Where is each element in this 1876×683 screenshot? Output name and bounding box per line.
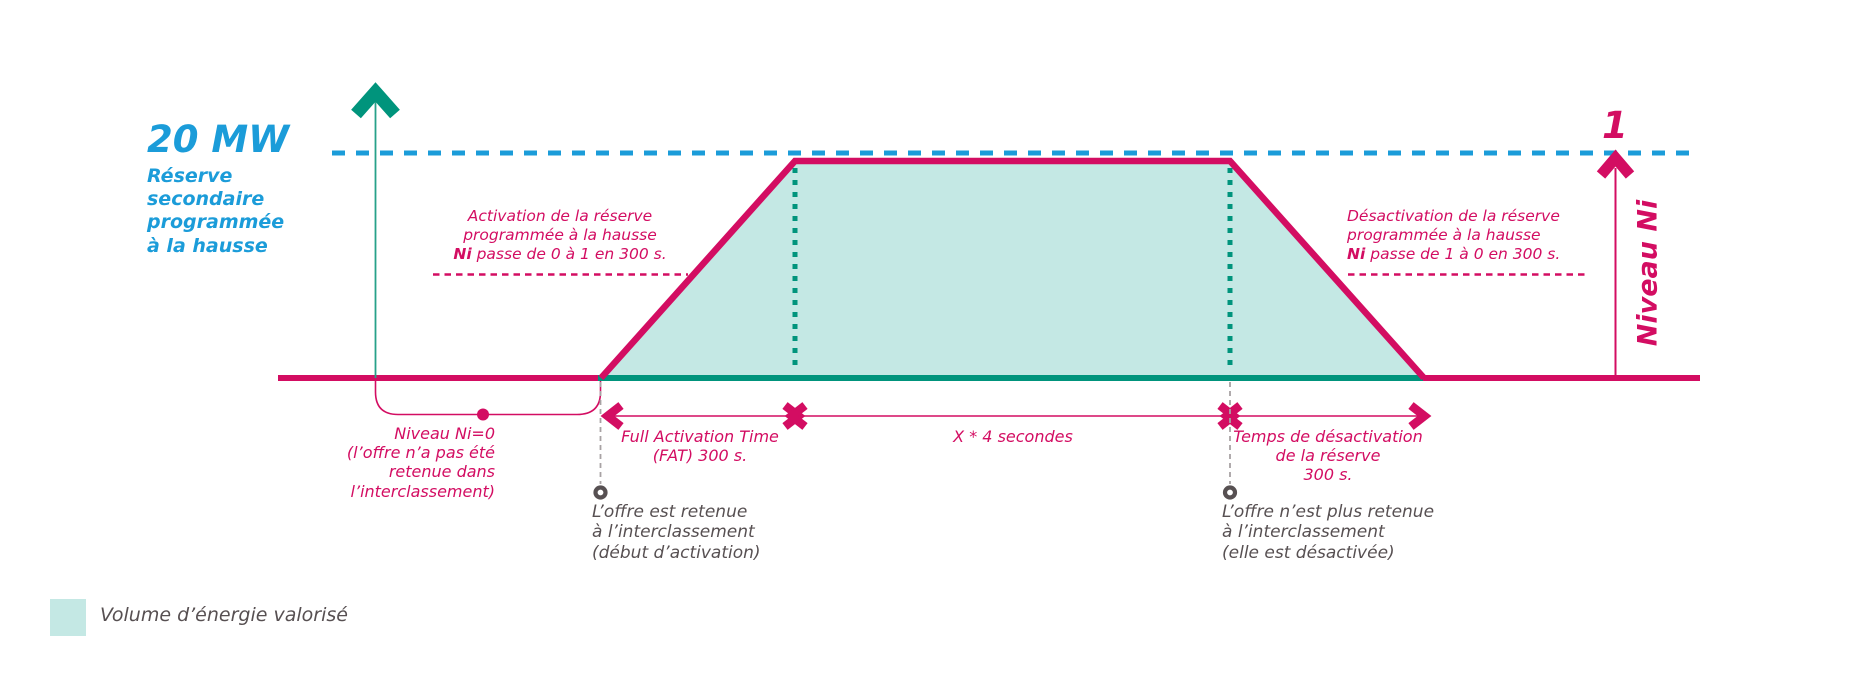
deactivation-note: Désactivation de la réserve programmée à… (1347, 207, 1647, 264)
plateau-duration-label: X * 4 secondes (953, 427, 1073, 446)
power-axis-arrowhead (351, 82, 400, 119)
deactivation-duration-label: Temps de désactivation de la réserve 300… (1233, 427, 1423, 485)
deactivation-note-line3: Ni passe de 1 à 0 en 300 s. (1347, 244, 1561, 263)
plateau-arrow (784, 402, 1241, 430)
ni-axis-label: Niveau Ni (1632, 199, 1664, 347)
ni-zero-note: Niveau Ni=0 (l’offre n’a pas été retenue… (346, 424, 495, 501)
fat-arrow (600, 402, 806, 430)
reserve-profile-outline (598, 157, 1427, 381)
ni-level-arrowhead (1596, 149, 1635, 179)
power-value-label: 20 MW (147, 118, 290, 161)
fat-duration-label: Full Activation Time (FAT) 300 s. (621, 427, 779, 466)
end-event-marker (1222, 485, 1238, 500)
activation-note: Activation de la réserve programmée à la… (400, 207, 720, 264)
start-event-note: L’offre est retenue à l’interclassement … (592, 502, 761, 563)
legend-label: Volume d’énergie valorisé (100, 604, 348, 626)
activation-note-line2: programmée à la hausse (463, 225, 657, 244)
deactivation-note-line2: programmée à la hausse (1347, 225, 1541, 244)
activation-note-line1: Activation de la réserve (467, 207, 653, 225)
deactivation-arrow (1219, 402, 1432, 430)
activation-note-line3: Ni passe de 0 à 1 en 300 s. (453, 244, 667, 263)
ni-zero-bracket (374, 381, 602, 416)
energy-volume-area (601, 161, 1424, 378)
deactivation-note-line1: Désactivation de la réserve (1347, 207, 1560, 225)
power-axis-description: Réserve secondaire programmée à la hauss… (147, 165, 285, 257)
start-event-marker (593, 485, 608, 500)
ni-max-value-label: 1 (1602, 104, 1628, 147)
ni-zero-bracket-dot (477, 408, 489, 421)
end-event-note: L’offre n’est plus retenue à l’interclas… (1222, 502, 1435, 563)
legend-swatch (50, 599, 86, 636)
